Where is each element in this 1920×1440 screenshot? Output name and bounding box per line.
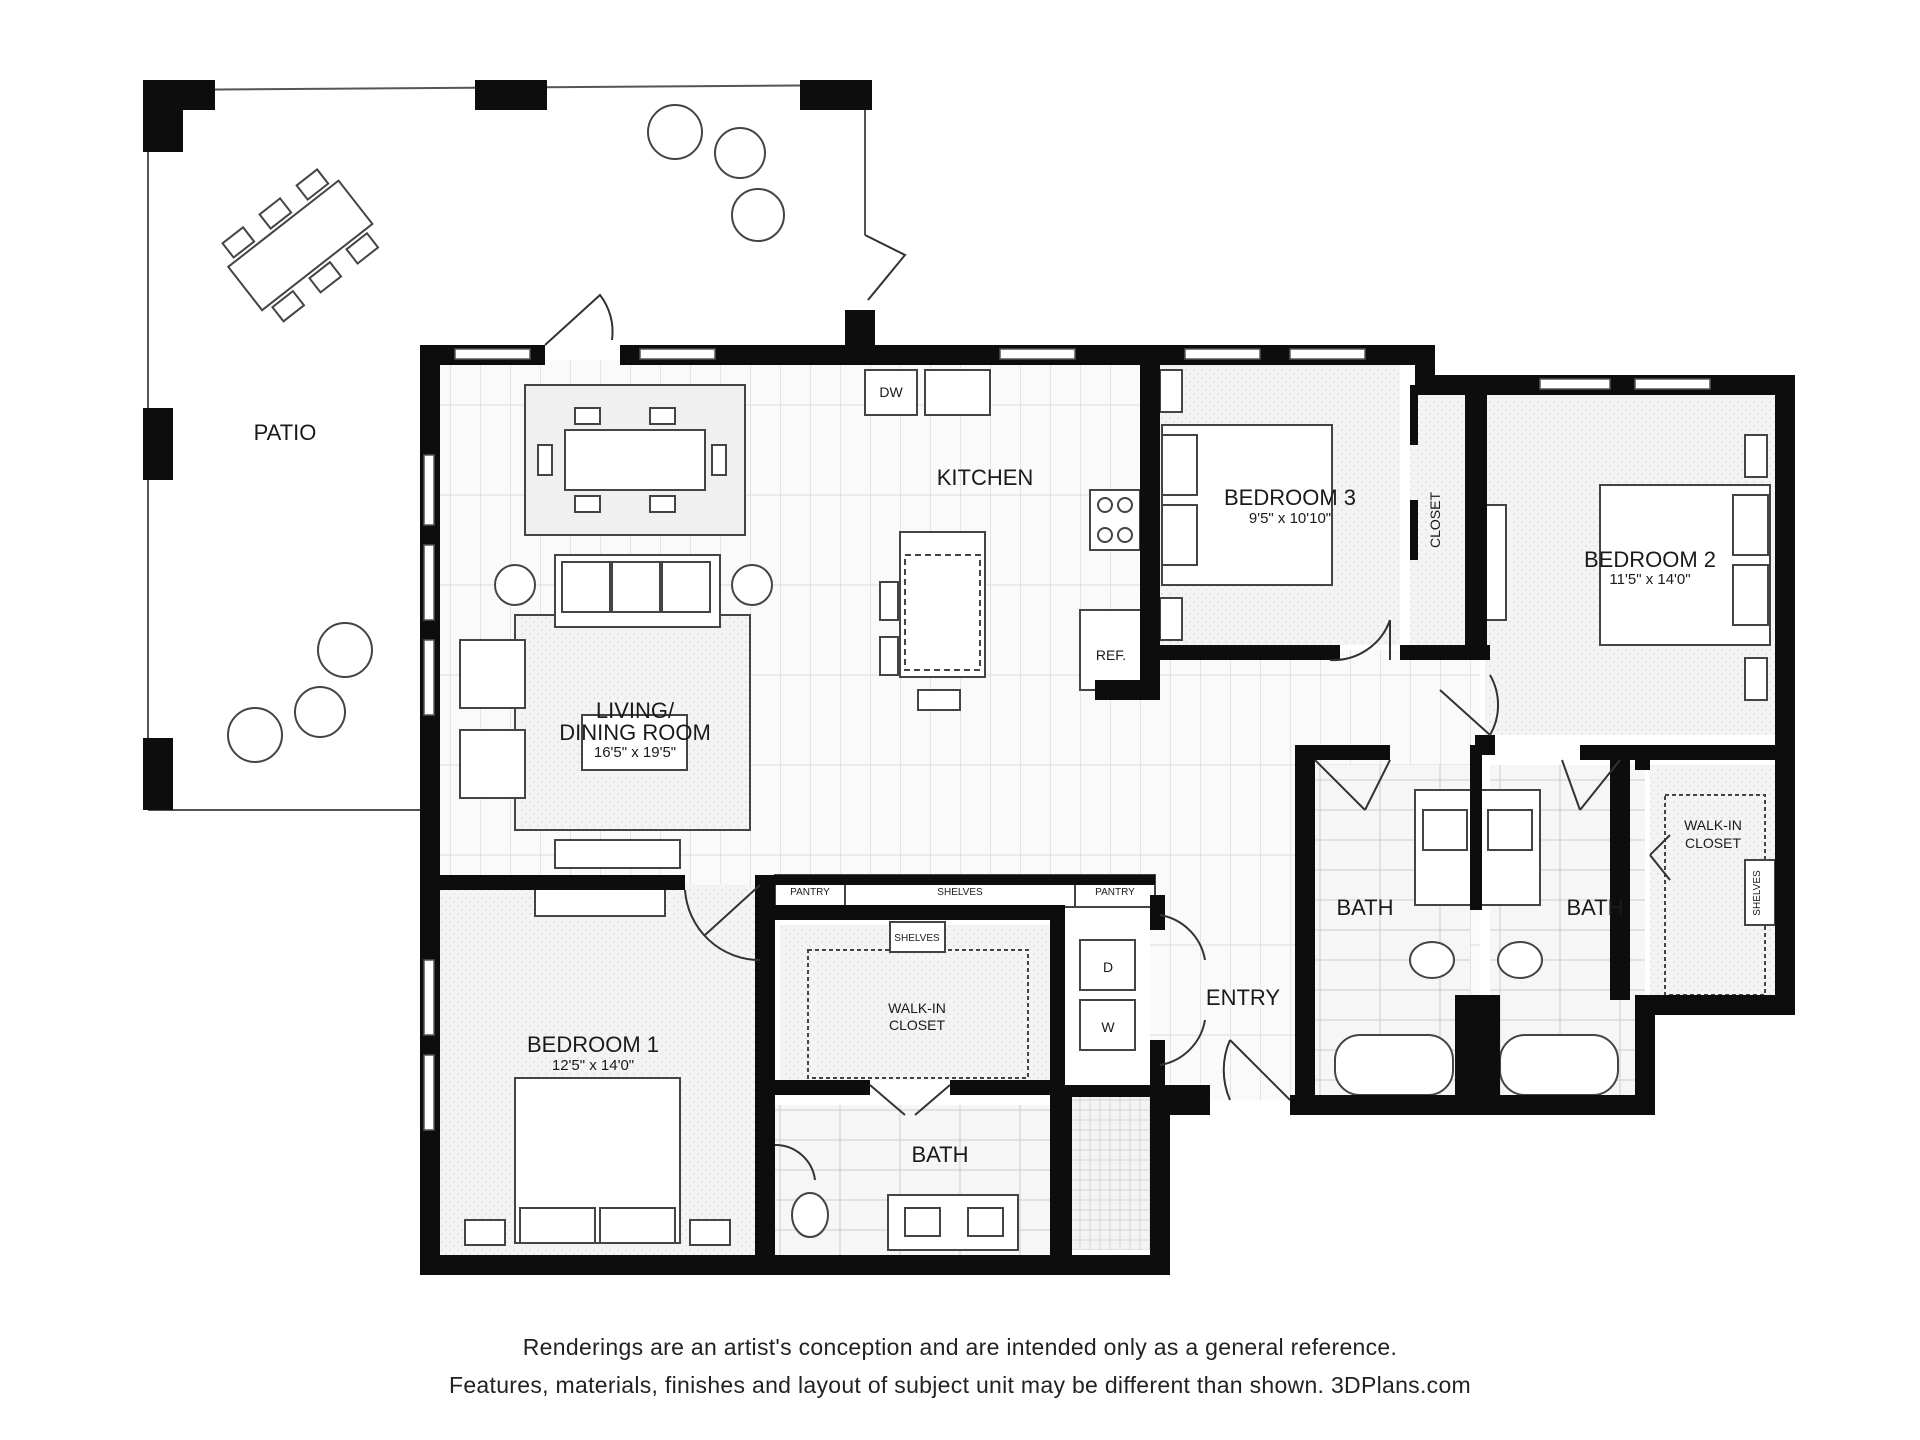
- bathtub-right: [1499, 1034, 1619, 1096]
- armchair-1: [459, 639, 526, 709]
- bathtub-left: [1334, 1034, 1454, 1096]
- patio: [143, 80, 907, 811]
- toilet: [791, 1192, 829, 1238]
- furniture: [459, 369, 1776, 1251]
- refrigerator: [1079, 609, 1143, 691]
- disclaimer-line-1: Renderings are an artist's conception an…: [522, 1334, 1398, 1360]
- dishwasher: [864, 369, 918, 416]
- coffee-table: [581, 714, 688, 771]
- bedroom3-closet-floor: [1410, 385, 1465, 645]
- sink-counter: [924, 369, 991, 416]
- armchair-2: [459, 729, 526, 799]
- bedroom1-dresser: [534, 887, 666, 917]
- doors: [684, 619, 1671, 1181]
- kitchen-island: [899, 531, 986, 678]
- windows: [423, 348, 1711, 1131]
- dining-table: [564, 429, 706, 491]
- tv-console: [554, 839, 681, 869]
- walls: [420, 310, 1795, 1275]
- disclaimer-line-2: Features, materials, finishes and layout…: [448, 1372, 1472, 1398]
- range: [1089, 489, 1141, 551]
- shower-floor: [1070, 1095, 1155, 1250]
